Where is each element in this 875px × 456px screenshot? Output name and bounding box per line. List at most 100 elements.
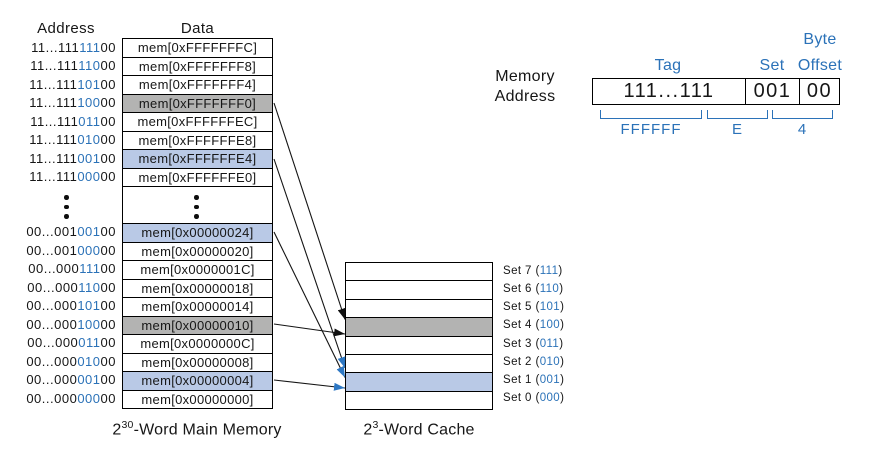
arrow-mem0x00000004-to-set1 <box>273 379 346 391</box>
address-set-bits: 011 <box>78 335 101 351</box>
memory-cell: mem[0xFFFFFFF0] <box>123 94 272 113</box>
address-offset-bits: 00 <box>100 316 116 332</box>
address-set-bits: 001 <box>77 372 101 388</box>
set-label-text: Set 3 ( <box>503 337 540 350</box>
address-set-bits: 111 <box>79 261 101 277</box>
set-label-bits: 000 <box>539 391 561 404</box>
address-set-bits: 000 <box>77 390 101 406</box>
address-set-bits: 100 <box>77 95 101 111</box>
set-label-text: Set 7 ( <box>503 265 540 278</box>
memory-cell: mem[0x00000008] <box>123 352 272 371</box>
address-set-bits: 110 <box>78 58 101 74</box>
set-field-label: Set <box>759 57 785 74</box>
address-offset-bits: 00 <box>100 298 116 314</box>
address-tag-bits: 00...000 <box>26 298 78 314</box>
set-label: Set 3 (011) <box>503 335 613 353</box>
memory-cell: mem[0xFFFFFFF8] <box>123 57 272 76</box>
arrow-mem0xffffffe4-to-set1 <box>273 158 346 369</box>
hex-value-mid: E <box>731 121 743 138</box>
address-tag-bits: 11...111 <box>29 132 78 148</box>
cache-set-labels: Set 7 (111)Set 6 (110)Set 5 (101)Set 4 (… <box>503 262 613 407</box>
memory-cell: mem[0x00000000] <box>123 389 272 408</box>
tag-bits-left: 111 <box>623 80 659 102</box>
cache-row <box>346 318 492 337</box>
memory-address-label-line2: Address <box>494 88 556 105</box>
dot-icon <box>64 195 69 200</box>
set-label-text: Set 6 ( <box>503 283 540 296</box>
caption-base: 2 <box>363 421 373 439</box>
arrow-mem0x00000024-to-set1 <box>273 231 346 378</box>
set-label-text: Set 2 ( <box>503 355 540 368</box>
set-label-close: ) <box>560 301 565 314</box>
address-tag-bits: 00...000 <box>27 279 79 295</box>
hex-brace-tag <box>600 110 702 119</box>
set-label-bits: 001 <box>539 373 561 386</box>
address-set-bits: 101 <box>77 298 101 314</box>
address-offset-bits: 00 <box>100 390 116 406</box>
memory-address-label: Memory Address <box>484 67 566 107</box>
set-label-text: Set 0 ( <box>503 391 540 404</box>
dot-icon <box>194 195 199 200</box>
set-label-bits: 110 <box>539 283 560 296</box>
set-label-close: ) <box>560 319 565 332</box>
set-label-bits: 111 <box>539 265 559 278</box>
caption-base: 2 <box>112 421 122 439</box>
set-label-close: ) <box>560 391 565 404</box>
set-label: Set 5 (101) <box>503 298 613 316</box>
address-tag-bits: 00...000 <box>27 335 79 351</box>
tag-ellipsis: ... <box>658 80 680 102</box>
cache-row <box>346 336 492 355</box>
address-set-bits: 100 <box>77 316 101 332</box>
memory-cell: mem[0x00000024] <box>123 223 272 242</box>
set-field-cell: 001 <box>745 79 799 104</box>
address-tag-bits: 11...111 <box>29 95 78 111</box>
cache-row <box>346 281 492 300</box>
memory-cell: mem[0x00000004] <box>123 371 272 390</box>
vertical-ellipsis-icon <box>194 195 199 219</box>
set-label-bits: 101 <box>539 301 561 314</box>
set-label-text: Set 5 ( <box>503 301 540 314</box>
address-tag-bits: 00...001 <box>26 224 78 240</box>
cache-row <box>346 391 492 409</box>
memory-cell: mem[0xFFFFFFFC] <box>123 39 272 58</box>
cache-row <box>346 299 492 319</box>
address-set-bits: 011 <box>78 113 101 129</box>
caption-rest: -Word Main Memory <box>133 421 282 439</box>
cache-row <box>346 354 492 374</box>
tag-bits-right: 111 <box>679 80 715 102</box>
byte-field-label: Byte <box>803 31 837 48</box>
address-offset-bits: 00 <box>100 95 116 111</box>
address-offset-bits: 00 <box>100 372 116 388</box>
address-set-bits: 001 <box>77 150 101 166</box>
address-set-bits: 010 <box>77 353 101 369</box>
set-label-close: ) <box>559 283 564 296</box>
address-tag-bits: 11...111 <box>29 169 78 185</box>
address-tag-bits: 11...111 <box>30 58 79 74</box>
arrow-mem0xfffffff0-to-set4 <box>273 102 346 320</box>
main-memory-top-block: mem[0xFFFFFFFC]mem[0xFFFFFFF8] mem[0xFFFF… <box>123 39 272 187</box>
address-set-bits: 111 <box>79 39 101 55</box>
main-memory-bottom-block: mem[0x00000024]mem[0x00000020]mem[0x0000… <box>123 223 272 408</box>
address-set-bits: 010 <box>77 132 101 148</box>
set-label-close: ) <box>560 355 565 368</box>
address-tag-bits: 11...111 <box>31 39 80 55</box>
memory-cell: mem[0xFFFFFFEC] <box>123 113 272 132</box>
memory-cell: mem[0xFFFFFFE8] <box>123 131 272 150</box>
address-offset-bits: 00 <box>100 132 116 148</box>
address-offset-bits: 00 <box>100 279 116 295</box>
memory-cell: mem[0x00000010] <box>123 315 272 334</box>
address-offset-bits: 00 <box>100 39 116 55</box>
address-tag-bits: 00...001 <box>26 242 78 258</box>
address-offset-bits: 00 <box>100 242 116 258</box>
